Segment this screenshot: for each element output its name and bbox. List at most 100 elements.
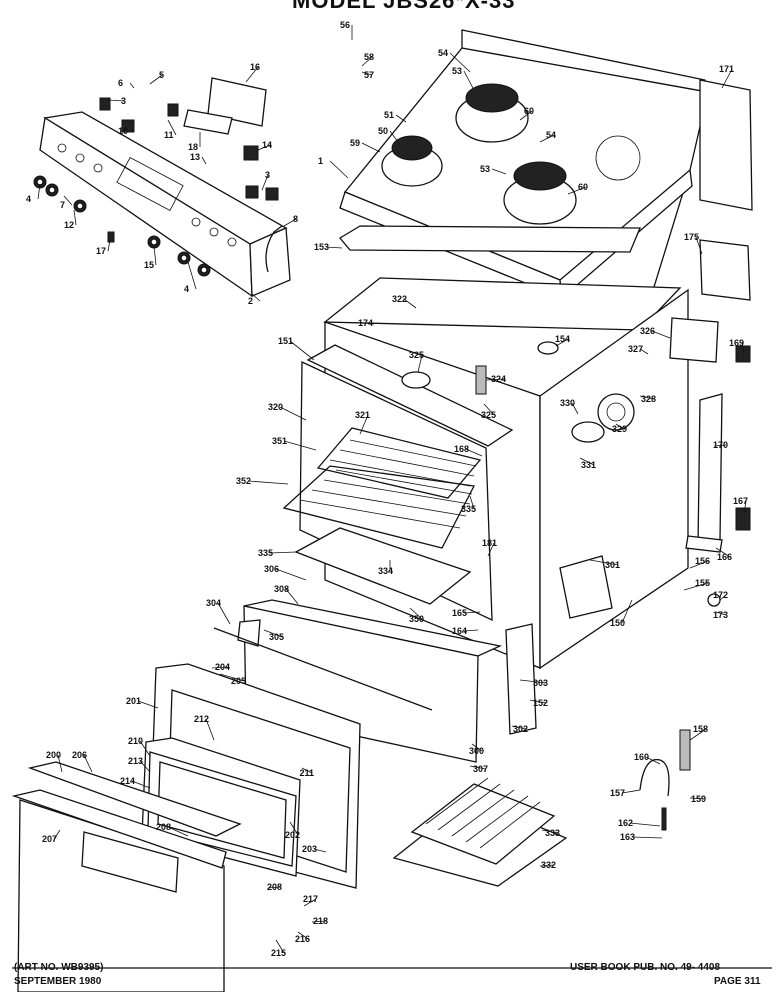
part-callout: 60 xyxy=(578,182,588,192)
leader-line xyxy=(53,829,61,840)
part-callout: 58 xyxy=(364,52,374,62)
cooktop xyxy=(339,29,753,301)
leader-line xyxy=(251,293,261,302)
leader-line xyxy=(73,209,77,226)
part-callout: 17 xyxy=(96,246,106,256)
part-callout: 217 xyxy=(303,894,318,904)
leader-line xyxy=(567,186,587,195)
leader-line xyxy=(301,767,313,774)
part-callout: 211 xyxy=(299,768,314,778)
leader-line xyxy=(695,236,703,255)
part-callout: 164 xyxy=(452,626,467,636)
leader-line xyxy=(721,68,733,89)
part-callout: 200 xyxy=(46,750,61,760)
part-callout: 56 xyxy=(340,20,350,30)
part-callout: 218 xyxy=(313,916,328,926)
leader-line xyxy=(279,406,307,421)
part-callout: 329 xyxy=(612,424,627,434)
part-callout: 163 xyxy=(620,832,635,842)
part-callout: 320 xyxy=(268,402,283,412)
part-callout: 208 xyxy=(267,882,282,892)
part-callout: 322 xyxy=(392,294,407,304)
part-callout: 207 xyxy=(42,834,57,844)
leader-line xyxy=(485,378,505,381)
leader-line xyxy=(297,931,309,940)
part-callout: 51 xyxy=(384,110,394,120)
part-callout: 169 xyxy=(729,338,744,348)
leader-line xyxy=(275,568,307,581)
leader-line xyxy=(463,629,479,632)
leader-line xyxy=(369,322,375,325)
leader-line xyxy=(519,679,547,684)
leader-line xyxy=(645,756,661,765)
part-callout: 10 xyxy=(118,126,128,136)
leader-line xyxy=(149,74,163,85)
part-callout: 151 xyxy=(278,336,293,346)
leader-line xyxy=(629,822,661,827)
part-callout: 175 xyxy=(684,232,699,242)
leader-line xyxy=(471,743,483,752)
part-callout: 157 xyxy=(610,788,625,798)
part-callout: 5 xyxy=(159,70,164,80)
leader-line xyxy=(449,52,471,73)
leader-line xyxy=(289,821,299,836)
leader-line xyxy=(463,70,475,91)
leader-line xyxy=(621,789,641,794)
part-callout: 165 xyxy=(452,608,467,618)
part-callout: 216 xyxy=(295,934,310,944)
part-callout: 331 xyxy=(581,460,596,470)
part-callout: 53 xyxy=(480,164,490,174)
leader-line xyxy=(325,246,343,249)
leader-line xyxy=(589,559,619,566)
leader-line xyxy=(139,740,151,757)
part-callout: 335 xyxy=(258,548,273,558)
leader-line xyxy=(639,395,655,400)
user-book-pub: USER BOOK PUB. NO. 49- 4408 xyxy=(570,962,721,973)
part-callout: 160 xyxy=(634,752,649,762)
part-callout: 13 xyxy=(190,152,200,162)
part-callout: 171 xyxy=(719,64,734,74)
leader-line xyxy=(329,160,349,179)
part-callout: 326 xyxy=(640,326,655,336)
leader-line xyxy=(463,611,481,614)
part-callout: 12 xyxy=(64,220,74,230)
leader-line xyxy=(153,245,157,266)
part-callout: 300 xyxy=(469,746,484,756)
part-callout: 301 xyxy=(605,560,620,570)
leader-line xyxy=(621,599,633,624)
part-callout: 351 xyxy=(272,436,287,446)
part-callout: 11 xyxy=(164,130,174,140)
part-callout: 324 xyxy=(491,374,506,384)
art-number: (ART NO. WB9395) xyxy=(14,962,104,973)
leader-line xyxy=(129,82,135,89)
part-callout: 303 xyxy=(533,678,548,688)
leader-line xyxy=(519,110,533,121)
part-callout: 1 xyxy=(318,156,323,166)
leader-line xyxy=(245,66,259,83)
leader-line xyxy=(261,174,269,191)
leader-line xyxy=(187,261,197,290)
leader-line xyxy=(689,560,709,569)
part-callout: 181 xyxy=(482,538,497,548)
part-callout: 321 xyxy=(355,410,370,420)
leader-line xyxy=(129,129,133,132)
part-callout: 206 xyxy=(72,750,87,760)
leader-line xyxy=(483,403,495,416)
part-callout: 53 xyxy=(452,66,462,76)
leader-line xyxy=(359,414,369,435)
leader-line xyxy=(465,448,483,457)
leader-line xyxy=(37,183,41,200)
leader-line xyxy=(247,480,289,485)
leader-line xyxy=(139,760,151,773)
part-callout: 172 xyxy=(713,590,728,600)
part-callout: 335 xyxy=(461,504,476,514)
part-callout: 50 xyxy=(378,126,388,136)
part-callout: 150 xyxy=(610,618,625,628)
leader-line xyxy=(205,718,215,741)
part-callout: 154 xyxy=(555,334,570,344)
leader-line xyxy=(313,848,327,853)
part-callout: 7 xyxy=(60,200,65,210)
part-callout: 203 xyxy=(302,844,317,854)
leader-line xyxy=(211,666,229,669)
